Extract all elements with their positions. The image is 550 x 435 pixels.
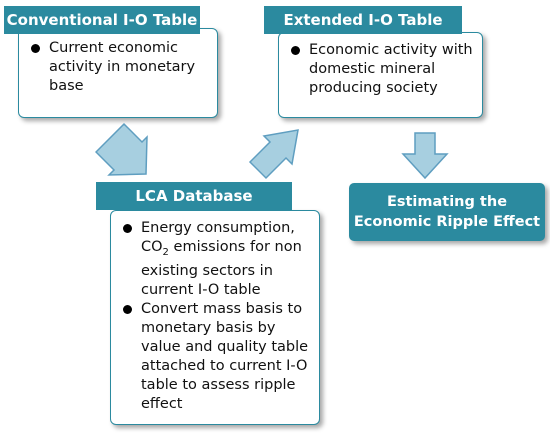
conventional-io-bullets: Current economic activity in monetary ba…: [29, 39, 209, 96]
economic-ripple-effect-box: Estimating the Economic Ripple Effect: [349, 183, 545, 241]
lca-item-energy: Energy consumption, CO2 emissions for no…: [121, 219, 315, 300]
extended-io-bullets: Economic activity with domestic mineral …: [289, 41, 477, 98]
arrow-conventional-to-lca: [95, 122, 148, 176]
lca-item-convert: Convert mass basis to monetary basis by …: [121, 300, 315, 414]
arrow-lca-to-extended: [248, 129, 299, 180]
lca-database-title: LCA Database: [96, 182, 292, 210]
conventional-io-panel: Current economic activity in monetary ba…: [18, 28, 218, 118]
lca-item-energy-text: Energy consumption, CO: [141, 220, 295, 255]
conventional-io-title: Conventional I-O Table: [4, 6, 200, 34]
extended-io-title: Extended I-O Table: [264, 6, 462, 34]
co2-subscript: 2: [162, 246, 169, 258]
conventional-io-item: Current economic activity in monetary ba…: [29, 39, 209, 96]
arrow-shape: [248, 129, 299, 180]
arrow-shape: [95, 122, 148, 176]
lca-item-energy-text-rest: emissions for non existing sectors in cu…: [141, 239, 302, 298]
lca-database-bullets: Energy consumption, CO2 emissions for no…: [121, 219, 315, 414]
extended-io-item: Economic activity with domestic mineral …: [289, 41, 477, 98]
lca-database-panel: Energy consumption, CO2 emissions for no…: [110, 210, 320, 425]
arrow-extended-to-result: [401, 132, 449, 180]
arrow-shape: [401, 132, 449, 180]
extended-io-panel: Economic activity with domestic mineral …: [278, 32, 483, 118]
